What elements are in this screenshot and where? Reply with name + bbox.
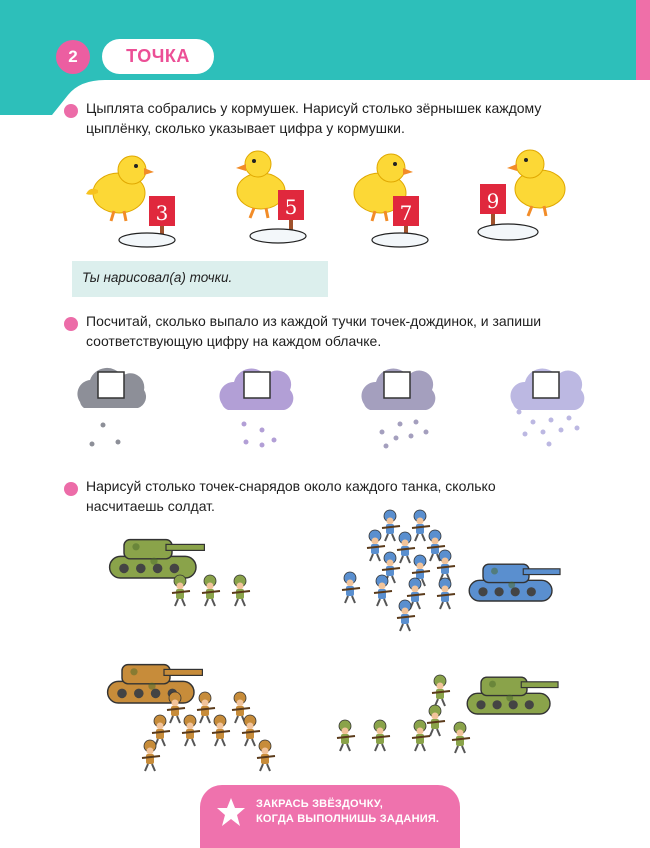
answer-square [383,371,411,399]
task3-line1: Нарисуй столько точек-снарядов около каж… [86,478,496,494]
tank-green-2 [466,676,559,715]
task2-bullet [64,317,78,331]
answer-square [243,371,271,399]
chick-feeder-3: 3 [86,155,176,248]
rain-cloud-4 [510,368,585,447]
chick-feeder-5: 5 [236,150,307,244]
task2-line1: Посчитай, сколько выпало из каждой тучки… [86,313,542,329]
footer-line2: КОГДА ВЫПОЛНИШЬ ЗАДАНИЯ. [256,813,440,825]
task1-instructions: Цыплята собрались у кормушек. Нарисуй ст… [86,98,541,138]
header-band [0,0,650,115]
tank-orange [106,663,204,704]
task1-line2: цыплёнку, сколько указывает цифра у корм… [86,120,405,136]
task2-line2: соответствующую цифру на каждом облачке. [86,333,382,349]
page-edge-tab [636,0,650,80]
feeder-number: 9 [487,189,500,213]
chick-feeder-7: 7 [353,153,429,248]
feeder-number: 3 [156,201,169,225]
topic-title: ТОЧКА [102,39,214,74]
footer-text: ЗАКРАСЬ ЗВЁЗДОЧКУ, КОГДА ВЫПОЛНИШЬ ЗАДАН… [256,797,439,827]
rain-cloud-1 [77,367,147,447]
task3-line2: насчитаешь солдат. [86,498,215,514]
page-number-badge: 2 [56,40,90,74]
chick-feeder-9: 9 [477,149,566,241]
rain-cloud-3 [361,368,436,449]
feeder-number: 7 [400,201,413,225]
feeder-number: 5 [285,195,298,219]
footer-line1: ЗАКРАСЬ ЗВЁЗДОЧКУ, [256,798,383,810]
tanks-and-soldiers-illustration [106,509,561,772]
answer-square [532,371,560,399]
task2-instructions: Посчитай, сколько выпало из каждой тучки… [86,311,541,351]
rain-cloud-2 [219,368,294,448]
footer-bar: ЗАКРАСЬ ЗВЁЗДОЧКУ, КОГДА ВЫПОЛНИШЬ ЗАДАН… [200,785,460,848]
star-icon[interactable] [216,797,246,827]
answer-square [97,371,125,399]
tank-blue [468,563,561,602]
task1-line1: Цыплята собрались у кормушек. Нарисуй ст… [86,100,542,116]
task3-bullet [64,482,78,496]
tank-green-1 [108,538,206,579]
task1-bullet [64,104,78,118]
answer-text: Ты нарисовал(а) точки. [82,270,233,285]
task3-instructions: Нарисуй столько точек-снарядов около каж… [86,476,496,516]
answer-box: Ты нарисовал(а) точки. [72,261,328,297]
